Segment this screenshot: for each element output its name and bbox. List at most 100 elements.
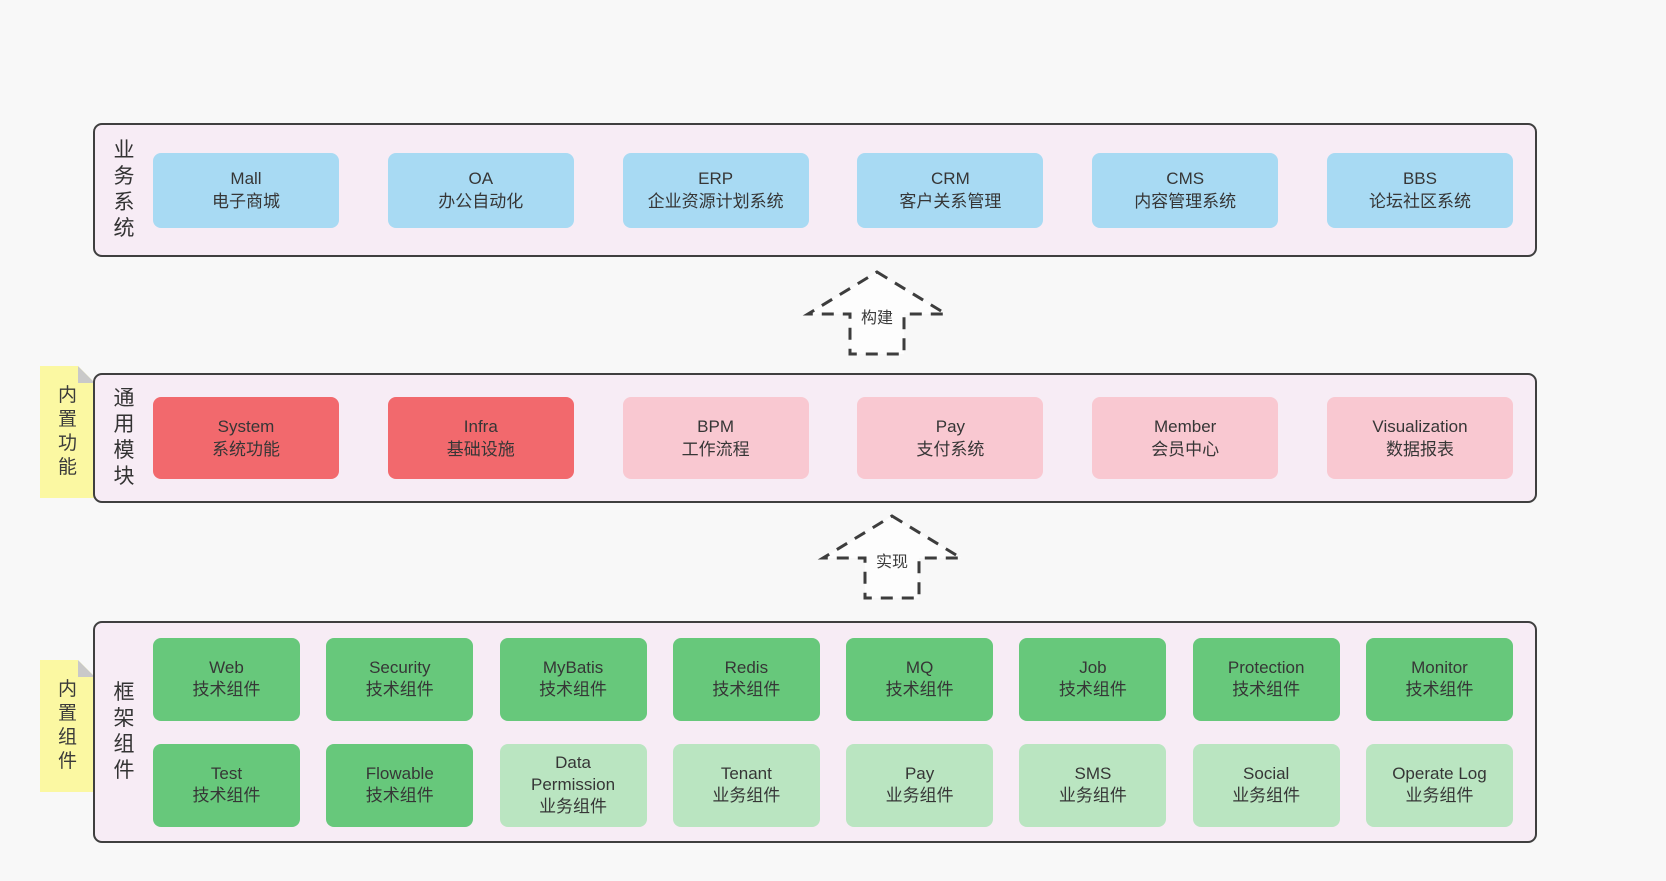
box-title: CMS [1166,169,1205,188]
box-subtitle: 会员中心 [1151,440,1220,459]
box-title: Security [369,658,431,677]
vertical-label-char: 系 [113,191,135,214]
vertical-label-char: 组 [113,733,135,756]
box-title: BPM [697,417,735,436]
box-subtitle: 论坛社区系统 [1368,192,1471,211]
vertical-label-char: 能 [57,457,77,478]
box-title: ERP [698,169,734,188]
box-redis: Redis 技术组件 [672,637,820,721]
box-title: Data Permission [531,753,616,794]
vertical-label-char: 模 [113,439,135,462]
box-title: Member [1154,417,1217,436]
box-subtitle: 技术组件 [365,680,434,699]
box-subtitle: 业务组件 [712,786,781,805]
layer-common-modules: 通用模块 System 系统功能 Infra 基础设施 BPM 工作流程 Pay 支付系统 Me… [93,373,1537,503]
box-subtitle: 客户关系管理 [899,192,1002,211]
box-subtitle: 技术组件 [192,786,261,805]
box-oa: OA 办公自动化 [387,152,574,228]
box-title: MQ [905,658,934,677]
sticky-note-builtin-features: 内置功能 [40,366,95,498]
box-subtitle: 数据报表 [1385,440,1454,459]
vertical-label-char: 用 [113,413,135,436]
box-title: OA [468,169,494,188]
box-infra: Infra 基础设施 [387,397,574,479]
box-title: Mall [230,169,262,188]
vertical-label-char: 业 [113,139,135,162]
box-erp: ERP 企业资源计划系统 [622,152,809,228]
box-pay: Pay 支付系统 [857,397,1044,479]
box-subtitle: 技术组件 [712,680,781,699]
build-arrow: 构建 [802,268,952,358]
vertical-label-char: 件 [113,759,135,782]
box-subtitle: 业务组件 [1405,786,1474,805]
box-mybatis: MyBatis 技术组件 [499,637,647,721]
box-subtitle: 工作流程 [681,440,750,459]
box-title: Visualization [1372,417,1468,436]
box-member: Member 会员中心 [1092,397,1279,479]
vertical-label-char: 务 [113,165,135,188]
box-title: Protection [1227,658,1305,677]
common-modules-row: System 系统功能 Infra 基础设施 BPM 工作流程 Pay 支付系统 Member 会… [153,375,1535,501]
box-subtitle: 业务组件 [1232,786,1301,805]
box-subtitle: 技术组件 [1058,680,1127,699]
box-title: Web [209,658,244,677]
box-subtitle: 系统功能 [212,440,280,459]
box-title: CRM [931,169,970,188]
box-title: Tenant [720,764,772,783]
box-title: Pay [904,764,935,783]
box-security: Security 技术组件 [326,637,474,721]
vertical-label-char: 功 [57,433,77,454]
box-subtitle: 业务组件 [539,797,608,816]
layer-label-framework-components: 框架组件 [95,623,153,841]
box-data-permission: Data Permission 业务组件 [499,743,647,827]
vertical-label-char: 件 [57,751,77,772]
layer-label-common-modules: 通用模块 [95,375,153,501]
box-subtitle: 技术组件 [539,680,608,699]
box-tenant: Tenant 业务组件 [672,743,820,827]
box-title: Monitor [1411,658,1468,677]
box-subtitle: 技术组件 [365,786,434,805]
box-visualization: Visualization 数据报表 [1326,397,1513,479]
vertical-label-char: 块 [113,465,135,488]
box-subtitle: 技术组件 [885,680,954,699]
vertical-label-char: 置 [57,703,77,724]
box-title: Infra [463,417,498,436]
box-system: System 系统功能 [153,397,339,479]
box-subtitle: 业务组件 [885,786,954,805]
vertical-label-char: 组 [57,727,77,748]
layer-label-business-systems: 业务系统 [95,125,153,255]
sticky-note-builtin-components: 内置组件 [40,660,95,792]
box-subtitle: 支付系统 [916,440,985,459]
box-title: Flowable [365,764,434,783]
box-title: MyBatis [542,658,604,677]
vertical-label-char: 架 [113,707,135,730]
implement-arrow-label: 实现 [872,548,912,572]
box-subtitle: 办公自动化 [438,192,524,211]
implement-arrow: 实现 [817,512,967,602]
vertical-label-char: 内 [57,679,77,700]
box-flowable: Flowable 技术组件 [326,743,474,827]
box-subtitle: 企业资源计划系统 [647,192,784,211]
box-title: Pay [935,417,966,436]
box-title: System [217,417,275,436]
box-title: Social [1243,764,1290,783]
box-subtitle: 基础设施 [446,440,515,459]
build-arrow-label: 构建 [857,304,897,328]
box-title: Redis [724,658,769,677]
